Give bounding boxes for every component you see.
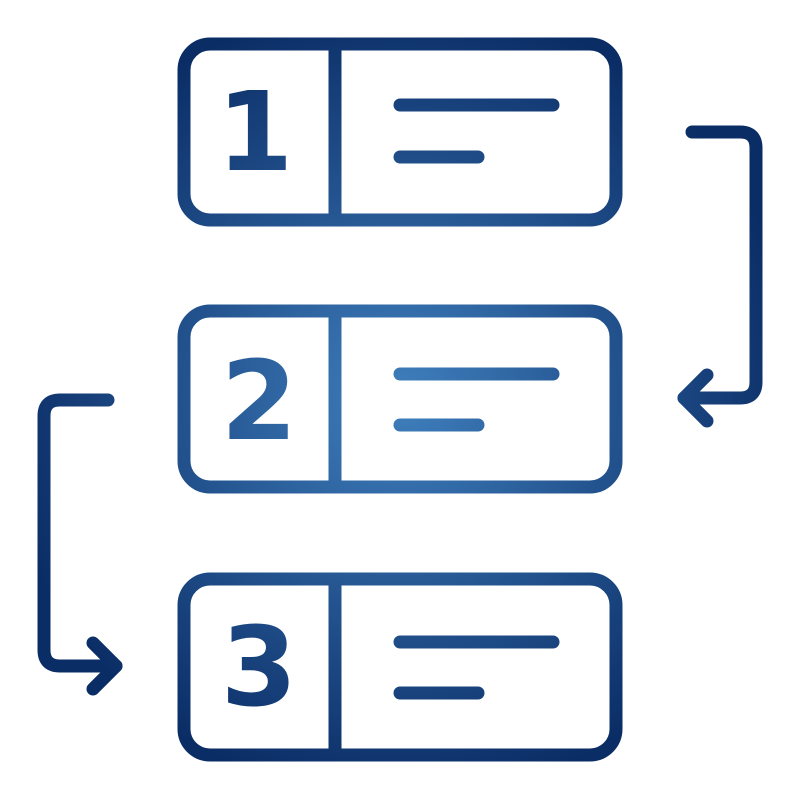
arrow-right-icon [86,636,123,696]
text-lines-icon [393,98,560,164]
connector-step1-to-step2 [677,125,763,428]
step-card-2 [177,304,623,494]
step-card-1-frame [177,37,623,227]
step-card-1 [177,37,623,227]
connector-step2-to-step3 [37,393,123,696]
step-number-1: 1 [217,68,294,196]
text-lines-icon [393,635,560,700]
arrow-left-icon [677,368,714,428]
connector-line [677,125,763,405]
step-card-3-frame [177,572,623,762]
text-lines-icon [393,367,560,432]
step-number-2: 2 [221,337,298,465]
connector-line [37,393,123,673]
step-card-3 [177,572,623,762]
step-card-2-frame [177,304,623,494]
step-number-3: 3 [221,603,298,731]
